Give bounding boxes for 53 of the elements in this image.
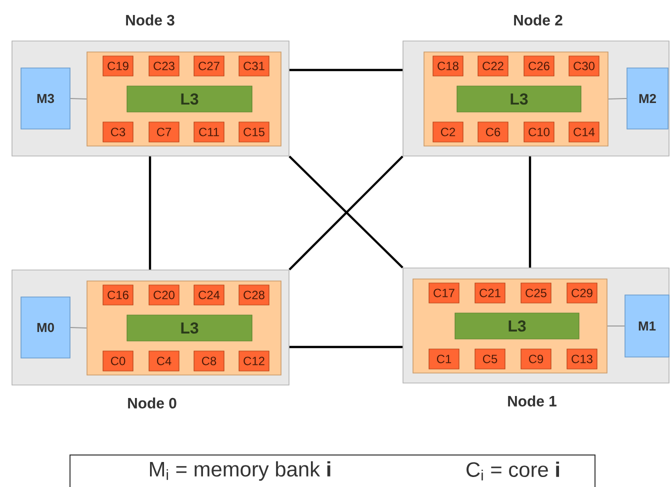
connector-line: [608, 98, 628, 100]
core-box: C10: [524, 122, 554, 142]
core-box: C12: [238, 350, 270, 372]
core-box: C17: [428, 282, 460, 304]
core-box: C5: [474, 348, 506, 370]
node-heading: Node 1: [508, 396, 556, 406]
core-box: C20: [148, 284, 180, 306]
core-box: C31: [238, 56, 270, 76]
cache-box: L3: [454, 312, 580, 340]
core-box: C8: [194, 350, 224, 372]
core-box: C27: [194, 56, 224, 76]
core-box: C24: [194, 284, 224, 306]
core-box: C9: [520, 348, 552, 370]
core-box: C4: [148, 350, 180, 372]
core-box: C11: [194, 122, 224, 142]
core-box: C28: [238, 284, 270, 306]
legend-text: M$_{i}$ = memory bank i: [150, 461, 330, 481]
memory-box: M1: [624, 294, 670, 358]
connector-line: [528, 156, 532, 268]
connector-line: [70, 327, 88, 328]
core-box: C18: [432, 56, 464, 76]
core-box: C16: [102, 284, 134, 306]
core-box: C15: [238, 122, 270, 142]
memory-box: M0: [20, 296, 70, 358]
memory-box: M3: [20, 68, 70, 130]
core-box: C29: [566, 282, 598, 304]
core-box: C21: [474, 282, 506, 304]
connector-line: [289, 68, 403, 72]
legend-text: C$_{i}$ = core i: [466, 462, 560, 480]
core-box: C26: [524, 56, 554, 76]
core-box: C13: [566, 348, 598, 370]
core-box: C25: [520, 282, 552, 304]
core-box: C30: [568, 56, 600, 76]
memory-box: M2: [626, 68, 668, 130]
core-box: C6: [478, 122, 508, 142]
core-box: C0: [102, 350, 134, 372]
core-box: C1: [428, 348, 460, 370]
connector-line: [289, 346, 403, 348]
core-box: C23: [148, 56, 180, 76]
core-box: C14: [568, 122, 600, 142]
cache-box: L3: [126, 86, 252, 112]
node-heading: Node 3: [126, 14, 174, 26]
cache-box: L3: [126, 314, 252, 342]
core-box: C2: [432, 122, 464, 142]
connector-line: [70, 98, 88, 100]
cache-box: L3: [456, 86, 582, 112]
node-heading: Node 0: [128, 398, 176, 408]
core-box: C7: [148, 122, 180, 142]
core-box: C3: [102, 122, 134, 142]
core-box: C19: [102, 56, 134, 76]
connector-line: [148, 156, 152, 270]
core-box: C22: [478, 56, 508, 76]
node-heading: Node 2: [514, 14, 562, 26]
